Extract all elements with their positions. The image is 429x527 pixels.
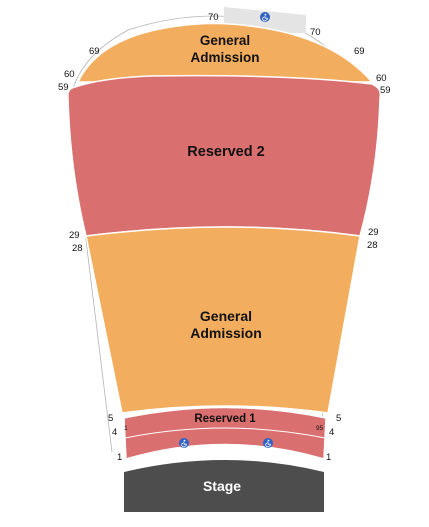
seat-number-last: 95 (316, 425, 324, 432)
section-general-admission-upper[interactable] (76, 22, 374, 83)
section-label: General (200, 33, 250, 48)
wheelchair-icon (260, 12, 270, 22)
section-label: Reserved 2 (187, 144, 264, 160)
row-number-69: 69 (89, 46, 100, 57)
row-number-4: 4 (112, 427, 117, 438)
row-number-29: 29 (368, 227, 379, 238)
stage (124, 460, 324, 512)
row-number-70: 70 (208, 12, 219, 23)
row-number-4: 4 (329, 427, 334, 438)
row-number-60: 60 (64, 69, 75, 80)
section-label: General (200, 308, 252, 324)
row-number-69: 69 (354, 46, 365, 57)
row-number-28: 28 (367, 240, 378, 251)
section-general-admission-lower[interactable] (85, 226, 361, 414)
row-number-29: 29 (69, 230, 80, 241)
row-number-70: 70 (310, 27, 321, 38)
row-number-59: 59 (58, 82, 69, 93)
section-label: Admission (190, 50, 259, 65)
section-reserved-2[interactable] (67, 74, 382, 237)
row-number-28: 28 (72, 243, 83, 254)
wheelchair-icon (263, 438, 273, 448)
row-number-59: 59 (380, 85, 391, 96)
row-number-5: 5 (336, 413, 341, 424)
row-number-5: 5 (108, 413, 113, 424)
section-label: Reserved 1 (194, 413, 256, 425)
section-reserved-1[interactable] (123, 406, 327, 460)
row-number-60: 60 (376, 73, 387, 84)
row-divider (124, 427, 326, 439)
row-number-1: 1 (117, 452, 122, 463)
row-number-1: 1 (326, 452, 331, 463)
stage-label: Stage (203, 478, 241, 494)
section-label: Admission (190, 325, 262, 341)
seat-number-first: 1 (124, 425, 128, 432)
wheelchair-icon (179, 438, 189, 448)
